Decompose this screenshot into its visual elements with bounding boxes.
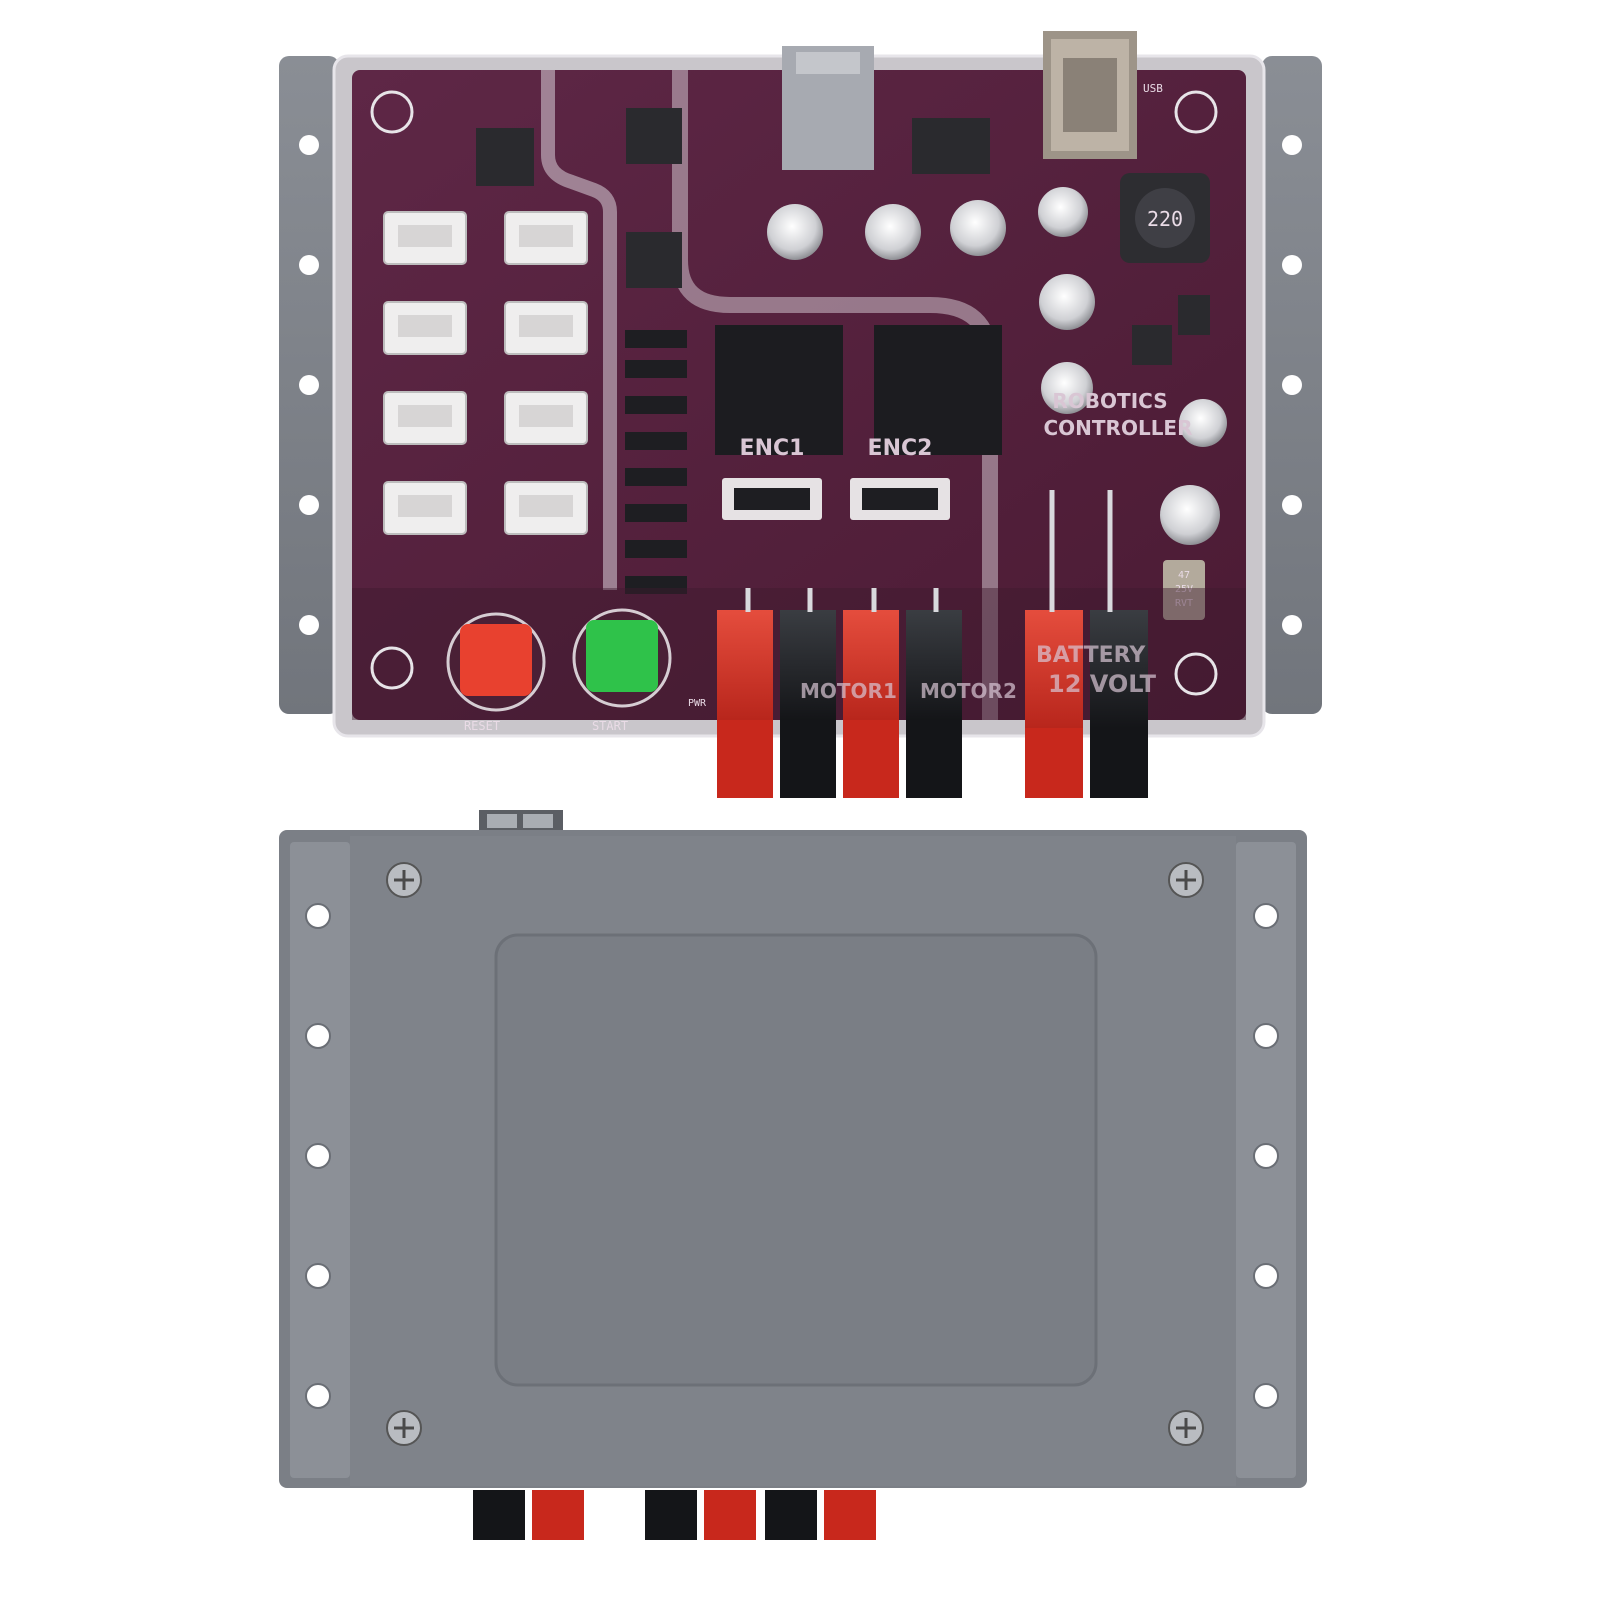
battery-label: BATTERY xyxy=(1036,643,1146,668)
inductor: 220 xyxy=(1120,173,1210,263)
cover-screws xyxy=(386,862,1204,1446)
pin-header-column xyxy=(625,330,687,594)
controller-label: CONTROLLER xyxy=(1043,416,1192,440)
motor2-label: MOTOR2 xyxy=(920,679,1017,703)
motor1-label: MOTOR1 xyxy=(800,679,897,703)
case-screws xyxy=(370,90,1218,696)
usb-label: USB xyxy=(1143,82,1163,95)
motor2-connectors xyxy=(843,610,962,798)
top-view-controller: USB 220 xyxy=(279,31,1322,798)
start-label: START xyxy=(592,719,628,733)
rail-holes xyxy=(299,135,1302,635)
bottom-rail-holes xyxy=(305,903,1279,1409)
reset-label: RESET xyxy=(464,719,500,733)
robotics-label: ROBOTICS xyxy=(1052,389,1167,413)
capacitors xyxy=(767,187,1227,545)
bottom-power-connectors xyxy=(473,1490,876,1540)
bottom-view-housing xyxy=(279,810,1307,1540)
connector-pins xyxy=(745,490,1113,612)
start-button[interactable] xyxy=(572,608,672,708)
battery-connectors xyxy=(1025,610,1148,798)
servo-connectors xyxy=(383,211,588,535)
encoder-ports: ENC1 ENC2 xyxy=(722,436,950,520)
inductor-value: 220 xyxy=(1147,207,1183,231)
reset-button[interactable] xyxy=(446,612,546,712)
enc2-label: ENC2 xyxy=(868,436,933,461)
pwr-label: PWR xyxy=(688,698,707,709)
motor1-connectors xyxy=(717,610,836,798)
svg-text:47: 47 xyxy=(1178,570,1190,581)
svg-text:RVT: RVT xyxy=(1175,598,1193,609)
smd-capacitor: 47 25V RVT xyxy=(1163,560,1205,620)
usb-connector: USB xyxy=(1043,31,1163,159)
enc1-label: ENC1 xyxy=(740,436,805,461)
volt-label: 12 VOLT xyxy=(1048,670,1157,698)
recessed-label-area xyxy=(494,933,1098,1387)
ic-chips xyxy=(476,108,1210,455)
light-guide xyxy=(541,70,617,590)
svg-text:25V: 25V xyxy=(1175,584,1193,595)
